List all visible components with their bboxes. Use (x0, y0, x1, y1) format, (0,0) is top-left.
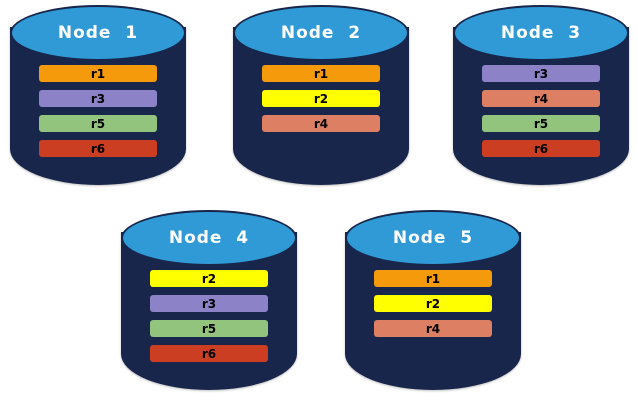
node-label: Node 2 (280, 23, 362, 43)
database-node: Node 3 r3 r4 r5 r6 (453, 5, 629, 185)
replica-bar: r1 (39, 65, 157, 82)
node-label: Node 1 (57, 23, 139, 43)
replica-stack: r1 r2 r4 (262, 65, 380, 132)
replica-bar: r3 (39, 90, 157, 107)
replica-bar: r1 (374, 270, 492, 287)
replica-bar: r4 (482, 90, 600, 107)
replica-stack: r1 r2 r4 (374, 270, 492, 337)
replica-stack: r3 r4 r5 r6 (482, 65, 600, 157)
replica-bar: r5 (39, 115, 157, 132)
replica-stack: r2 r3 r5 r6 (150, 270, 268, 362)
replica-stack: r1 r3 r5 r6 (39, 65, 157, 157)
replica-bar: r4 (262, 115, 380, 132)
database-node: Node 2 r1 r2 r4 (233, 5, 409, 185)
cylinder-top-icon (345, 210, 521, 266)
replica-bar: r2 (150, 270, 268, 287)
database-node: Node 1 r1 r3 r5 r6 (10, 5, 186, 185)
cylinder-top-icon (233, 5, 409, 61)
node-label: Node 4 (168, 228, 250, 248)
cylinder-top-icon (453, 5, 629, 61)
replica-bar: r6 (150, 345, 268, 362)
replica-bar: r3 (150, 295, 268, 312)
replica-bar: r4 (374, 320, 492, 337)
replica-bar: r6 (39, 140, 157, 157)
replica-bar: r1 (262, 65, 380, 82)
database-node: Node 4 r2 r3 r5 r6 (121, 210, 297, 390)
cylinder-top-icon (121, 210, 297, 266)
replica-bar: r5 (482, 115, 600, 132)
replica-bar: r3 (482, 65, 600, 82)
cylinder-top-icon (10, 5, 186, 61)
replica-bar: r2 (374, 295, 492, 312)
node-label: Node 3 (500, 23, 582, 43)
database-node: Node 5 r1 r2 r4 (345, 210, 521, 390)
replica-bar: r2 (262, 90, 380, 107)
replica-bar: r5 (150, 320, 268, 337)
replica-bar: r6 (482, 140, 600, 157)
node-label: Node 5 (392, 228, 474, 248)
